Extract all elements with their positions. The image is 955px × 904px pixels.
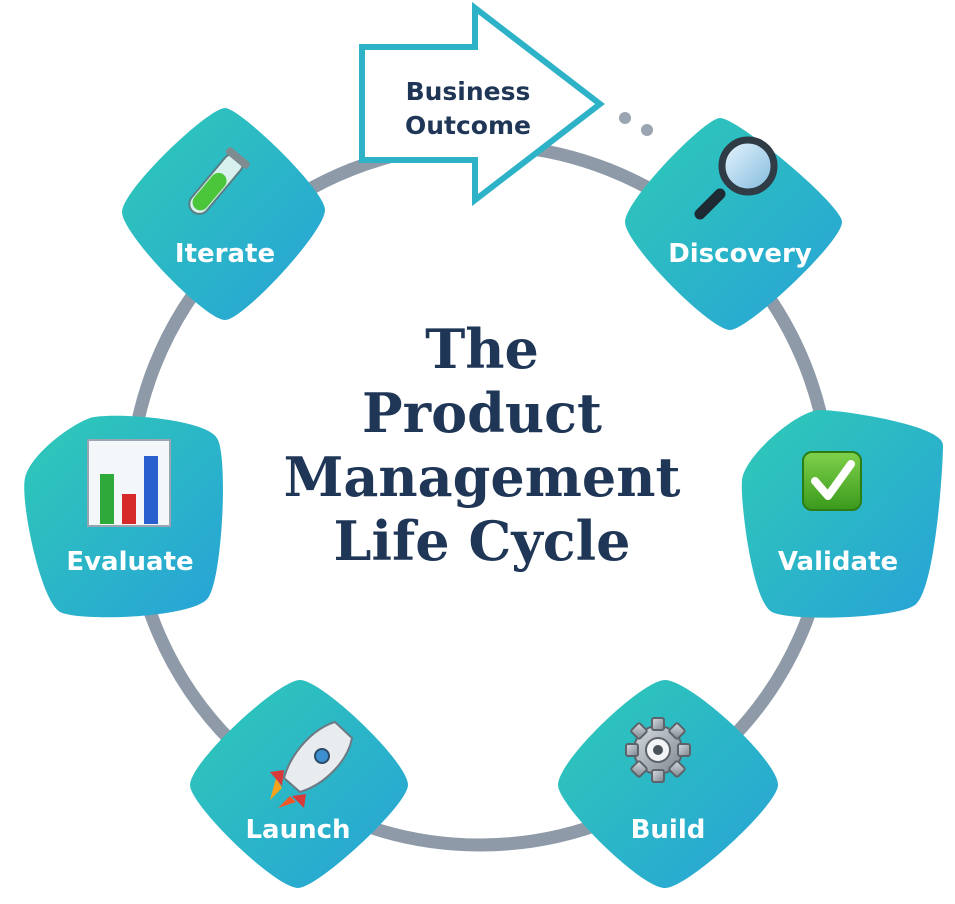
diagram-title: The Product Management Life Cycle [284,317,681,573]
stage-iterate: Iterate [122,108,325,320]
test-tube-icon [188,147,250,215]
business-outcome-line-2: Outcome [405,111,531,140]
ellipsis-dot [619,112,631,124]
check-mark-icon [802,451,862,511]
stage-evaluate: Evaluate [24,415,223,618]
bar-chart-icon [87,439,171,527]
business-outcome-line-1: Business [406,77,531,106]
magnifying-glass-icon [694,136,778,220]
stage-label: Discovery [668,239,812,269]
gear-icon [625,717,691,783]
stage-label: Iterate [175,239,275,269]
stage-label: Build [631,815,706,845]
title-line-4: Life Cycle [334,509,631,573]
stage-validate: Validate [741,410,943,618]
stage-build: Build [558,680,778,888]
title-line-3: Management [284,445,681,509]
title-line-1: The [425,317,539,381]
stage-label: Launch [245,815,350,845]
stage-launch: Launch [190,680,408,888]
stage-discovery: Discovery [625,118,842,330]
rocket-icon [270,720,354,808]
stage-label: Evaluate [66,547,193,577]
title-line-2: Product [362,381,602,445]
business-outcome-arrow: Business Outcome [359,1,605,207]
ellipsis-dot [641,124,653,136]
stage-label: Validate [778,547,898,577]
